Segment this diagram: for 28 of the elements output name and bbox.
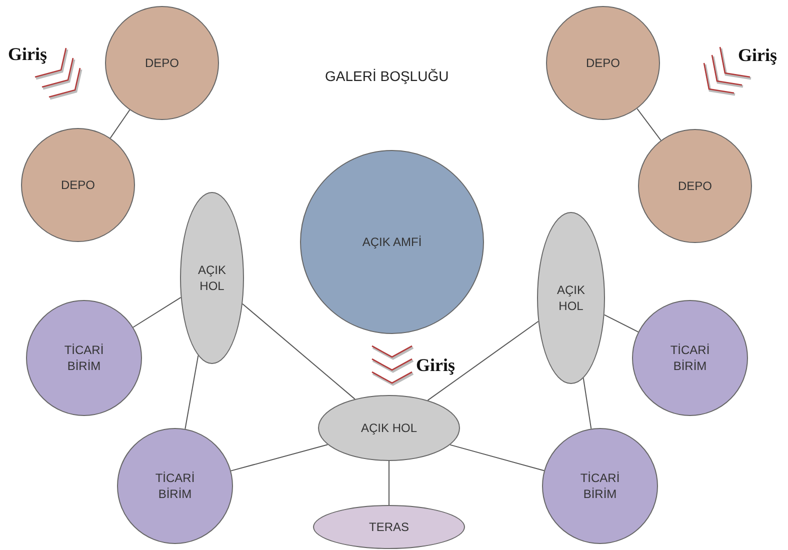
connector-line — [636, 108, 662, 141]
node-label: AÇIK HOL — [196, 262, 227, 294]
connector-line — [132, 296, 182, 328]
connector-line — [110, 109, 130, 139]
node-label: DEPO — [586, 54, 620, 72]
node-label: TİCARİ BİRİM — [669, 342, 711, 374]
connector-line — [582, 378, 592, 430]
node-label: TİCARİ BİRİM — [63, 342, 105, 374]
connector-line — [230, 444, 328, 472]
connector-line — [427, 320, 539, 401]
node-label: TERAS — [368, 518, 409, 536]
entrance-label: Giriş — [738, 45, 777, 66]
node-label: DEPO — [144, 54, 179, 72]
node-label: TİCARİ BİRİM — [579, 470, 621, 502]
connector-line — [184, 355, 199, 430]
node-label: AÇIK HOL — [360, 420, 417, 436]
area-label: GALERİ BOŞLUĞU — [325, 68, 449, 84]
connector-line — [450, 444, 545, 472]
node-label: TİCARİ BİRİM — [154, 470, 196, 502]
connector-line — [388, 460, 390, 506]
entrance-label: Giriş — [416, 355, 455, 376]
node-label: DEPO — [678, 178, 712, 194]
connector-line — [604, 314, 639, 332]
node-label: DEPO — [60, 176, 95, 194]
node-label: AÇIK HOL — [556, 282, 586, 314]
connector-line — [242, 303, 356, 400]
entrance-label: Giriş — [8, 44, 47, 65]
node-label: AÇIK AMFİ — [362, 234, 422, 250]
